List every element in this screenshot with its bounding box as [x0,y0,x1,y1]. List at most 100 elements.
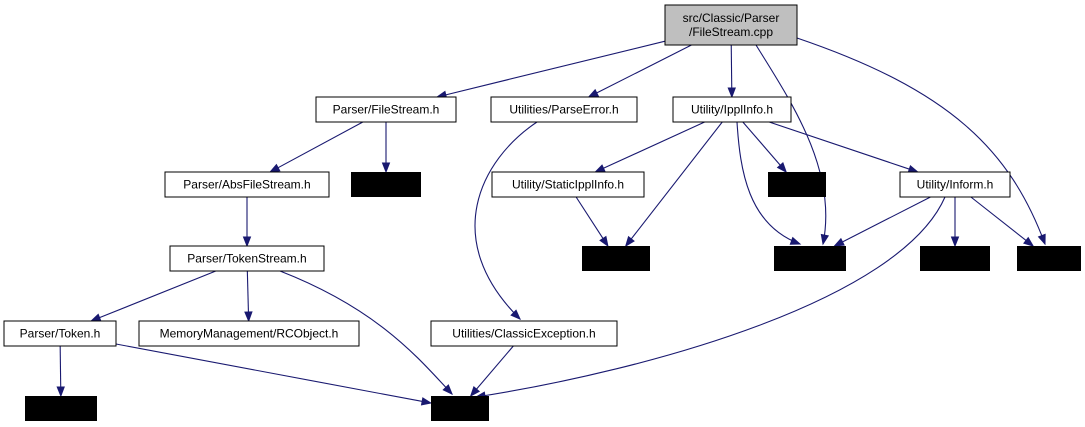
node-label: /FileStream.cpp [689,25,773,39]
dependency-edges [56,37,1046,406]
node-box [774,246,846,271]
node-ippl-h[interactable]: Utility/IpplInfo.h [672,96,792,123]
edge-ippl_h-to-mpi-arrowhead [624,235,635,248]
node-label: MemoryManagement/RCObject.h [160,327,339,341]
edge-ts_h-to-string [279,270,453,396]
node-label: Utility/StaticIpplInfo.h [512,178,624,192]
edge-line [841,196,931,243]
node-abs-h[interactable]: Parser/AbsFileStream.h [164,171,330,198]
edge-ippl_h-to-stack [742,121,788,174]
edge-root-to-iomanip-arrowhead [1037,233,1046,246]
edge-root-to-iomanip [796,37,1046,246]
node-box [25,396,97,421]
node-label: Utility/Inform.h [917,178,994,192]
node-stack: stack [768,172,826,197]
node-sstream: sstream [920,246,990,271]
node-box [664,4,798,46]
edge-line [475,345,514,391]
edge-fs_h-to-abs_h-arrowhead [268,163,281,173]
edge-line [755,44,827,245]
edge-line [279,270,453,395]
node-box [920,246,990,271]
node-box [138,320,360,347]
edge-line [970,196,1028,242]
node-token-h[interactable]: Parser/Token.h [3,320,117,347]
edge-inform_h-to-iostream [833,196,931,247]
edge-inform_h-to-sstream [950,197,960,248]
node-box [768,172,826,197]
edge-token_h-to-string-arrowhead [420,397,433,406]
edge-inform_h-to-string [474,196,946,400]
edge-ts_h-to-rco_h [244,270,253,323]
node-label: string [445,402,474,416]
node-ts-h[interactable]: Parser/TokenStream.h [169,245,325,272]
node-box [164,171,330,198]
node-static-h[interactable]: Utility/StaticIpplInfo.h [491,171,645,198]
node-box [169,245,325,272]
edge-inform_h-to-sstream-arrowhead [950,236,960,248]
node-inform-h[interactable]: Utility/Inform.h [899,171,1011,198]
edge-line [768,121,911,170]
node-label: Parser/FileStream.h [333,103,440,117]
edge-ippl_h-to-static_h-arrowhead [594,164,606,173]
node-box [491,171,645,198]
node-mpi: mpi.h [582,246,650,271]
node-label: Parser/TokenStream.h [187,252,306,266]
edge-static_h-to-mpi [575,196,609,248]
edge-token_h-to-iosfwd-arrowhead [56,386,65,398]
edge-line [595,44,692,94]
edge-line [115,343,424,403]
node-ce-h[interactable]: Utilities/ClassicException.h [430,320,618,347]
edge-root-to-ippl_h [727,44,736,99]
edge-ippl_h-to-mpi [624,121,723,248]
node-label: mpi.h [601,252,630,266]
edge-fs_h-to-fstream [381,122,391,174]
edge-ts_h-to-token_h [89,270,217,322]
node-label: Utilities/ClassicException.h [452,327,595,341]
edge-line [98,270,217,319]
edge-line [602,121,705,170]
edge-inform_h-to-iomanip [970,196,1035,247]
edge-ce_h-to-string-arrowhead [469,386,481,398]
edge-line [59,345,62,389]
node-rco-h[interactable]: MemoryManagement/RCObject.h [138,320,360,347]
node-label: Utility/IpplInfo.h [691,103,773,117]
node-box [1017,246,1081,271]
edge-abs_h-to-ts_h [242,197,252,248]
node-box [315,96,457,123]
node-label: iostream [787,252,833,266]
edge-ts_h-to-token_h-arrowhead [89,313,102,322]
edge-root-to-iostream [755,44,830,246]
node-label: fstream [366,178,406,192]
edge-root-to-ippl_h-arrowhead [727,87,736,99]
node-label: iosfwd [44,402,78,416]
dependency-nodes: src/Classic/Parser/FileStream.cppParser/… [3,4,1081,421]
edge-fs_h-to-abs_h [268,121,364,173]
edge-inform_h-to-iostream-arrowhead [833,237,845,247]
edge-line [736,121,801,245]
node-label: Parser/AbsFileStream.h [183,178,310,192]
node-box [3,320,117,347]
node-box [672,96,792,123]
edge-line [474,121,538,320]
node-box [430,320,618,347]
node-iomanip: iomanip [1017,246,1081,271]
edge-ippl_h-to-iostream [736,121,802,245]
edge-line [276,121,364,169]
edge-fs_h-to-fstream-arrowhead [381,162,391,174]
node-fs-h[interactable]: Parser/FileStream.h [315,96,457,123]
edge-line [630,121,723,241]
edge-root-to-iostream-arrowhead [820,233,830,246]
node-fstream: fstream [351,172,421,197]
edge-root-to-fs_h [435,40,666,99]
edge-ippl_h-to-iostream-arrowhead [789,236,802,245]
node-pe-h[interactable]: Utilities/ParseError.h [490,96,638,123]
edge-ippl_h-to-static_h [594,121,705,173]
edge-line [475,196,946,398]
node-label: Utilities/ParseError.h [509,103,618,117]
edge-line [246,270,250,314]
node-root[interactable]: src/Classic/Parser/FileStream.cpp [664,4,798,46]
node-label: stack [783,178,812,192]
edge-abs_h-to-ts_h-arrowhead [242,236,252,248]
edge-pe_h-to-ce_h [474,121,538,320]
